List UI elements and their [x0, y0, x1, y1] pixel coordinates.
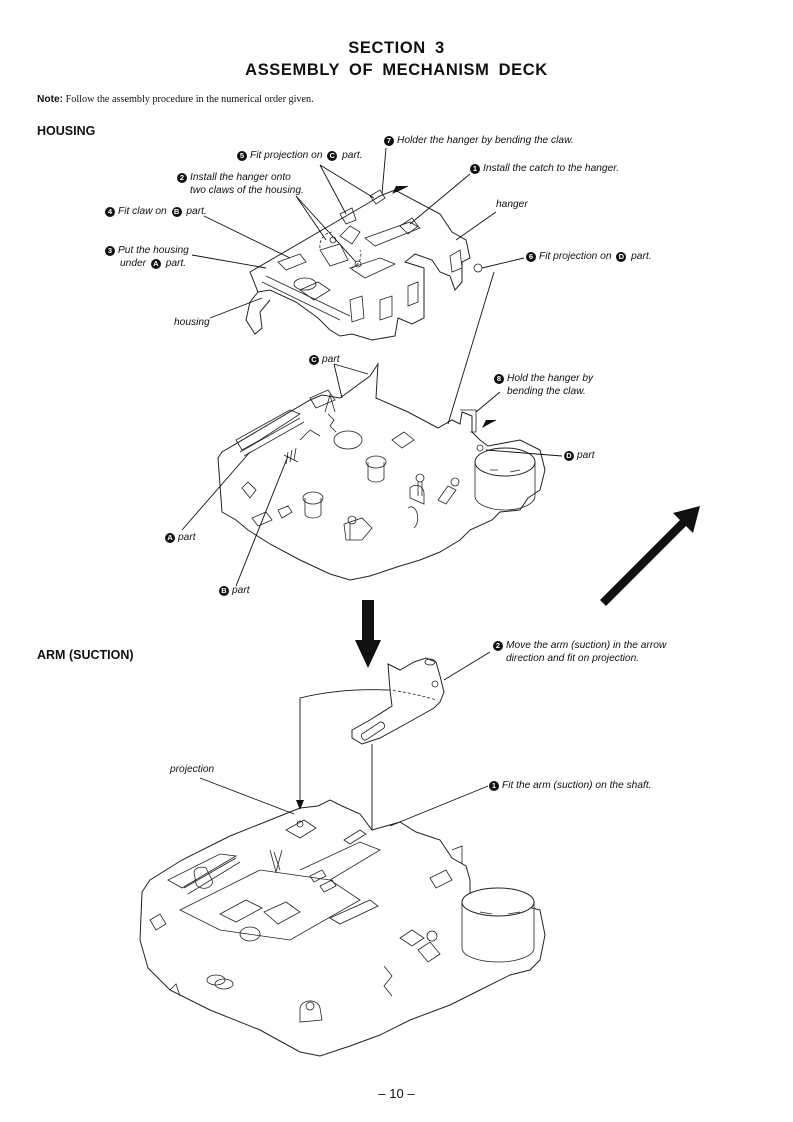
mechanism-deck-drawing [217, 362, 546, 581]
part-ref-badge: D [616, 252, 627, 262]
part-ref-badge: B [219, 586, 229, 596]
arm-suction-heading: ARM (SUCTION) [37, 648, 134, 662]
part-ref-badge: A [165, 533, 175, 543]
step-number-badge: 2 [177, 173, 187, 183]
part-ref-badge: C [309, 355, 319, 365]
large-diagonal-arrow [600, 506, 700, 606]
step-number-badge: 1 [470, 164, 480, 174]
step-number-badge: 4 [105, 207, 115, 217]
projection-label: projection [170, 764, 215, 775]
assembly-note: Note: Follow the assembly procedure in t… [37, 94, 314, 105]
step-number-badge: 6 [526, 252, 536, 262]
step-number-badge: 7 [384, 136, 394, 146]
page-number: – 10 – [378, 1086, 415, 1101]
note-text: Follow the assembly procedure in the num… [63, 94, 314, 105]
step-number-badge: 1 [489, 781, 499, 791]
step-number-badge: 5 [237, 151, 247, 161]
note-label: Note: [37, 94, 64, 105]
part-ref-badge: A [150, 258, 161, 269]
section-number: SECTION 3 [348, 39, 445, 57]
large-down-arrow [355, 600, 381, 668]
bottom-deck-drawing [139, 799, 546, 1057]
hanger-label: hanger [496, 199, 528, 210]
part-ref-badge: D [564, 451, 574, 461]
step-number-badge: 8 [494, 374, 504, 384]
step-text: Holder the hanger by bending the claw. [397, 135, 574, 146]
leader-lines [181, 147, 563, 827]
part-ref-badge: C [327, 151, 338, 161]
step-text: Fit the arm (suction) on the shaft. [502, 780, 652, 791]
housing-part-drawing [245, 189, 483, 341]
housing-label: housing [174, 317, 210, 328]
housing-heading: HOUSING [37, 124, 96, 138]
page-title: ASSEMBLY OF MECHANISM DECK [245, 61, 548, 79]
step-text: Install the catch to the hanger. [483, 163, 620, 174]
step-number-badge: 2 [493, 641, 503, 651]
part-ref-badge: B [171, 207, 182, 217]
step-number-badge: 3 [105, 246, 115, 256]
arm-suction-part-drawing [296, 657, 445, 830]
